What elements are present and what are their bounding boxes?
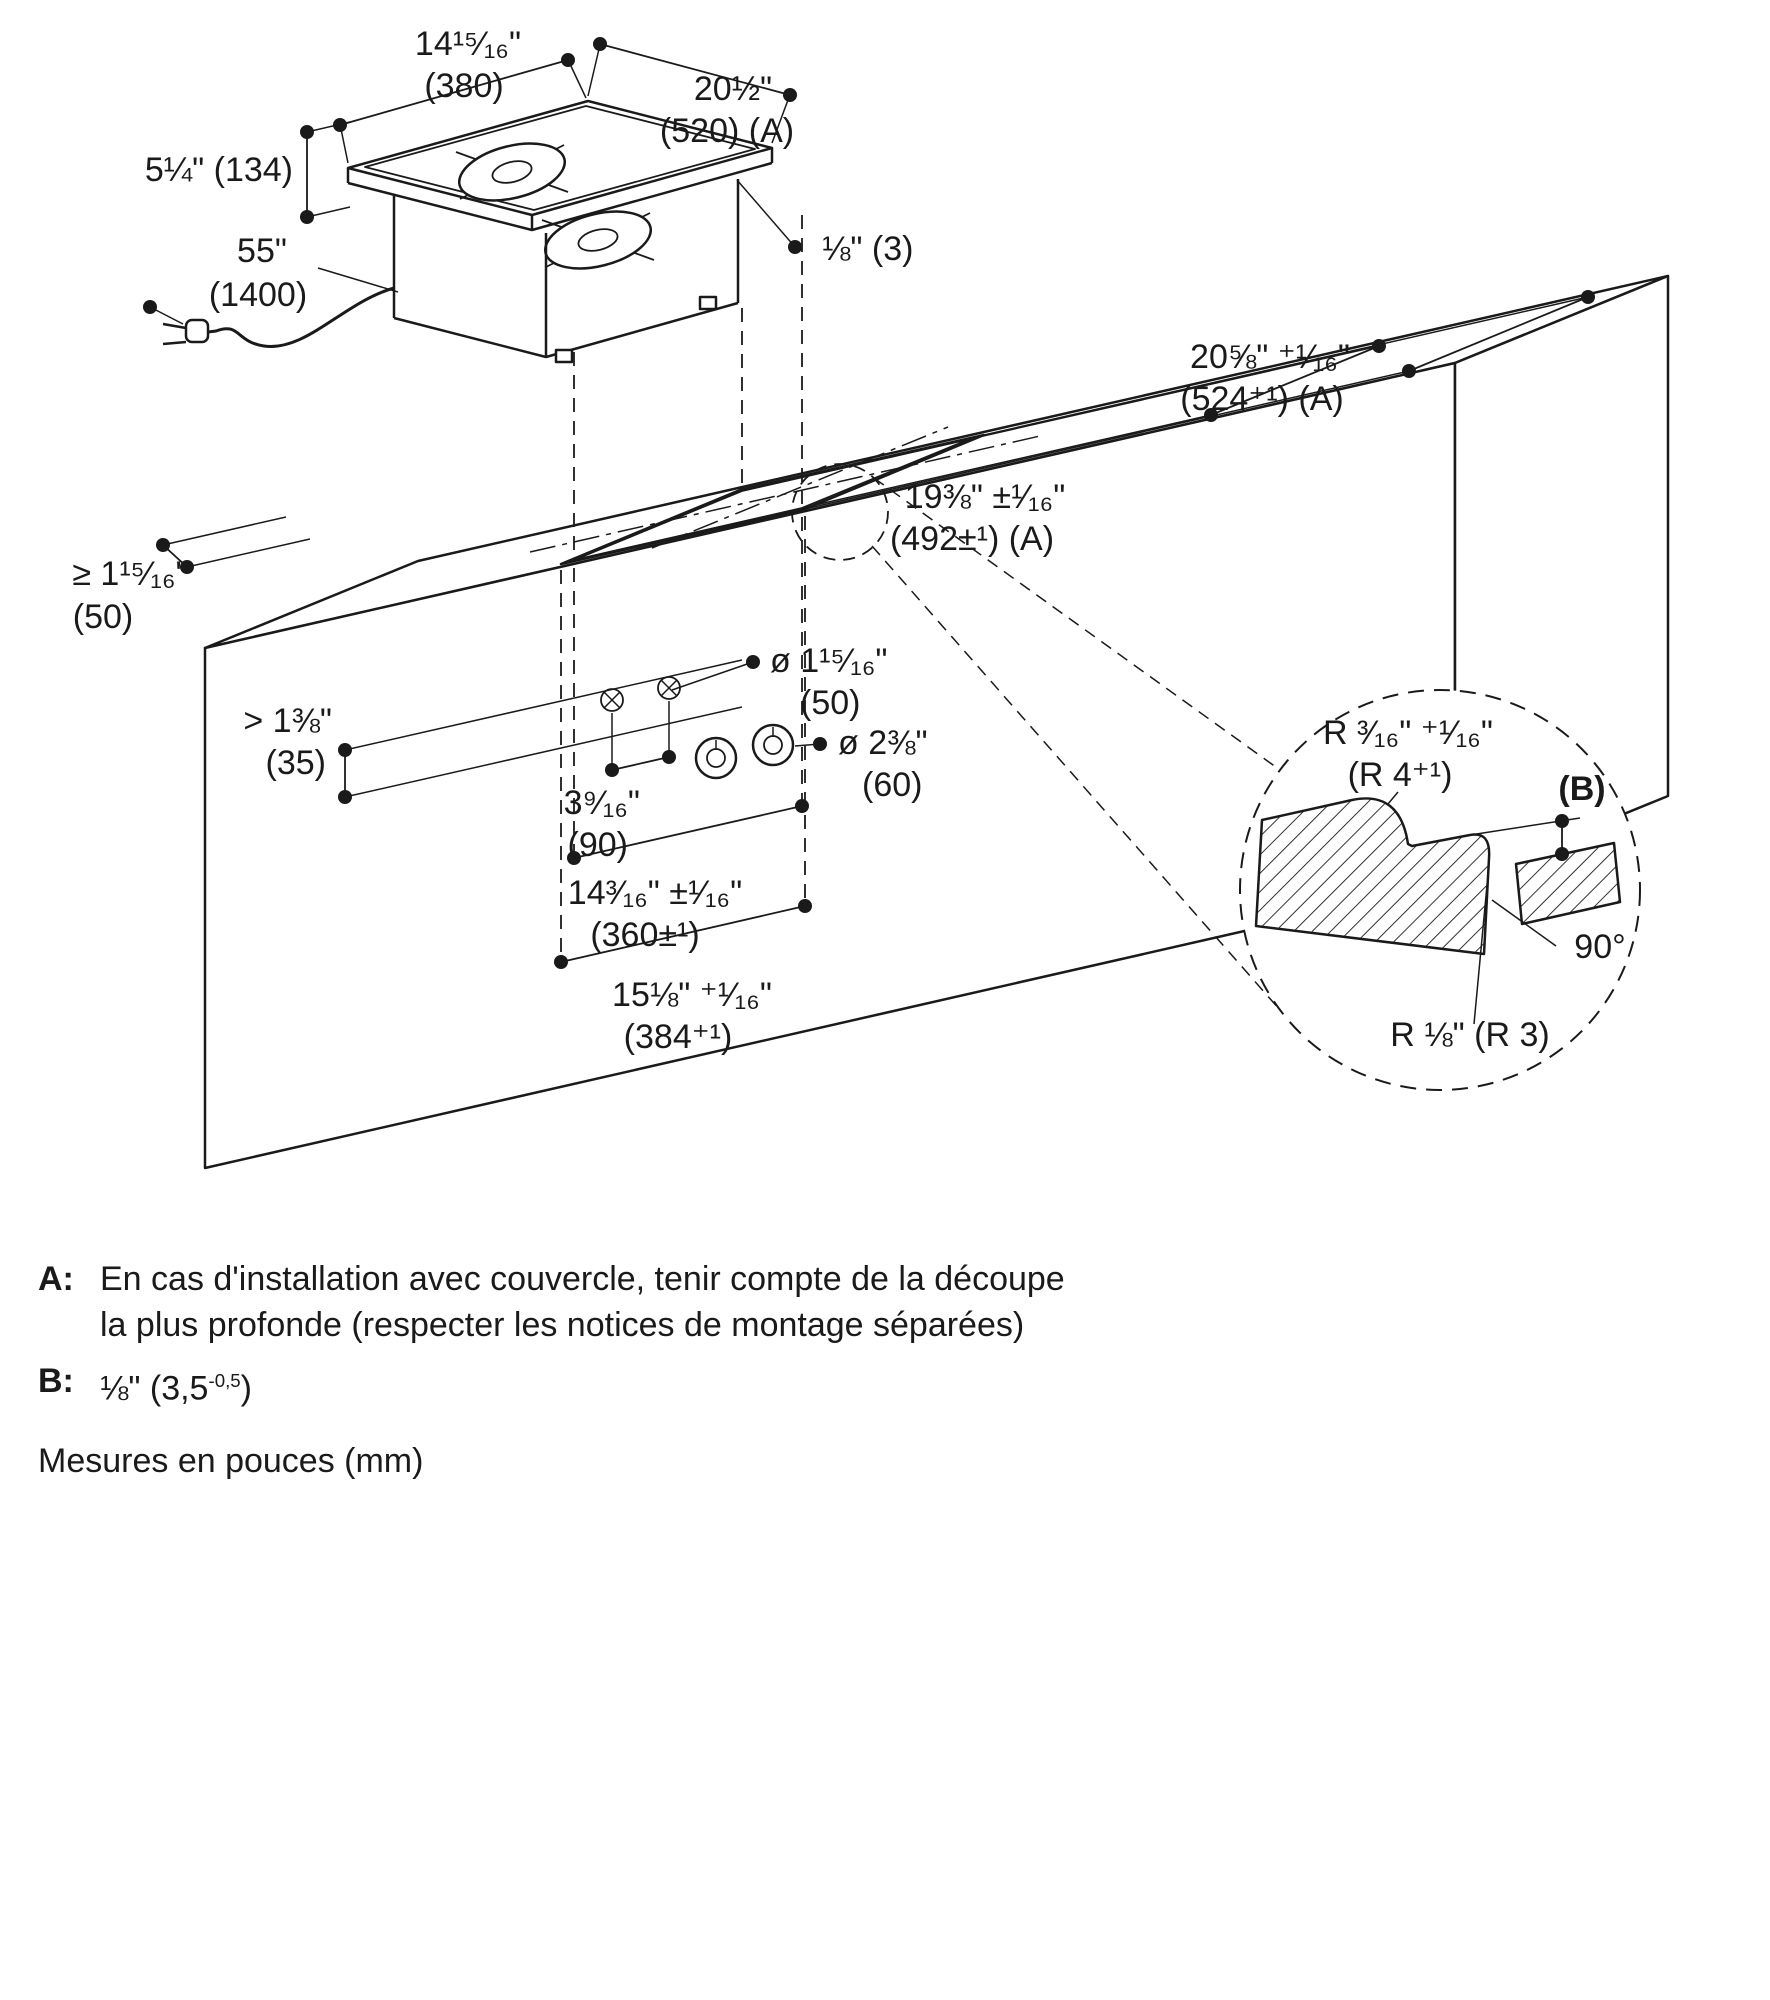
label-recess-depth-mm: (524⁺¹) (A): [1180, 380, 1343, 418]
note-b-main: ⅛" (3,5: [100, 1369, 209, 1408]
label-knob-spacing-mm: (90): [568, 826, 628, 864]
radius4-leader: [1387, 791, 1399, 805]
cutout-centerline-cross: [651, 426, 949, 549]
label-detail-radius4-in: R ³⁄₁₆" ⁺¹⁄₁₆": [1323, 714, 1493, 752]
label-detail-radius4-mm: (R 4⁺¹): [1348, 756, 1453, 794]
cooktop-foot: [554, 348, 574, 364]
cooktop-foot: [698, 295, 718, 311]
label-rim-height: ⅛" (3): [822, 230, 913, 268]
angle-leader: [1491, 899, 1557, 947]
label-cooktop-depth-in: 20½": [694, 70, 772, 108]
label-cord-length-in: 55": [237, 232, 287, 270]
label-rail-width-in: > 1⅜": [243, 702, 332, 740]
note-b: B: ⅛" (3,5-0,5): [38, 1358, 1065, 1411]
label-detail-angle: 90°: [1574, 928, 1625, 966]
dimension-dots: [143, 37, 1595, 969]
label-knob-dia-in: ø 2⅜": [838, 724, 928, 762]
dimension-labels: 14¹⁵⁄₁₆" (380) 20½" (520) (A) 5¼" (134) 55" (1…: [72, 25, 1625, 1056]
label-rail-width-mm: (35): [266, 744, 326, 782]
dimension-lines: [143, 37, 1595, 969]
note-b-tolerance: -0,5: [208, 1370, 241, 1391]
control-knobs: [600, 676, 795, 780]
label-cutout-width-mm: (360±¹): [590, 916, 699, 954]
cooktop-body: [392, 179, 740, 364]
label-cooktop-height: 5¼" (134): [145, 151, 293, 189]
knob-left: [694, 736, 738, 780]
footnotes: A: En cas d'installation avec couvercle,…: [38, 1256, 1065, 1421]
label-hole-dia-mm: (50): [800, 684, 860, 722]
detail-source-circle: [791, 463, 889, 561]
label-cutout-width-in: 14³⁄₁₆" ±¹⁄₁₆": [568, 874, 742, 912]
burner-rear: [457, 142, 567, 202]
label-detail-radius3: R ⅛" (R 3): [1390, 1016, 1549, 1054]
projection-lines: [560, 215, 806, 956]
countertop-section: [1254, 797, 1491, 956]
label-recess-width-in: 15⅛" ⁺¹⁄₁₆": [612, 976, 772, 1014]
units-note: Mesures en pouces (mm): [38, 1442, 424, 1480]
cooktop-rim: [346, 148, 774, 232]
label-knob-dia-mm: (60): [862, 766, 922, 804]
note-a: A: En cas d'installation avec couvercle,…: [38, 1256, 1065, 1348]
label-detail-b-ref: (B): [1558, 770, 1605, 808]
note-b-close: ): [240, 1369, 252, 1408]
countertop-section-right: [1514, 841, 1622, 926]
burner-front: [543, 210, 653, 270]
note-a-text: En cas d'installation avec couvercle, te…: [100, 1256, 1065, 1348]
label-cooktop-depth-mm: (520) (A): [660, 112, 794, 150]
label-cutout-depth-in: 19⅜" ±¹⁄₁₆": [905, 478, 1066, 516]
note-b-key: B:: [38, 1362, 74, 1400]
note-a-key: A:: [38, 1260, 74, 1298]
label-edge-clearance-in: ≥ 1¹⁵⁄₁₆": [72, 555, 187, 593]
note-a-line2: la plus profonde (respecter les notices …: [100, 1306, 1025, 1344]
label-recess-width-mm: (384⁺¹): [624, 1018, 733, 1056]
label-recess-depth-in: 20⅝" ⁺¹⁄₁₆": [1190, 338, 1350, 376]
note-a-line1: En cas d'installation avec couvercle, te…: [100, 1260, 1065, 1298]
edge-detail: [791, 463, 1641, 1091]
label-knob-spacing-in: 3⁹⁄₁₆": [564, 784, 640, 822]
note-b-text: ⅛" (3,5-0,5): [100, 1358, 252, 1411]
installation-drawing: 14¹⁵⁄₁₆" (380) 20½" (520) (A) 5¼" (134) 55" (1…: [72, 25, 1670, 1170]
power-plug: [162, 318, 210, 346]
power-cord: [207, 286, 395, 348]
label-cooktop-width-mm: (380): [424, 67, 503, 105]
radius3-leader: [1473, 863, 1490, 1025]
label-cooktop-width-in: 14¹⁵⁄₁₆": [415, 25, 521, 63]
label-cord-length-mm: (1400): [209, 276, 307, 314]
label-hole-dia-in: ø 1¹⁵⁄₁₆": [770, 642, 887, 680]
cooktop: [162, 99, 774, 364]
label-cutout-depth-mm: (492±¹) (A): [890, 520, 1054, 558]
knob-right: [751, 723, 795, 767]
label-edge-clearance-mm: (50): [73, 598, 133, 636]
